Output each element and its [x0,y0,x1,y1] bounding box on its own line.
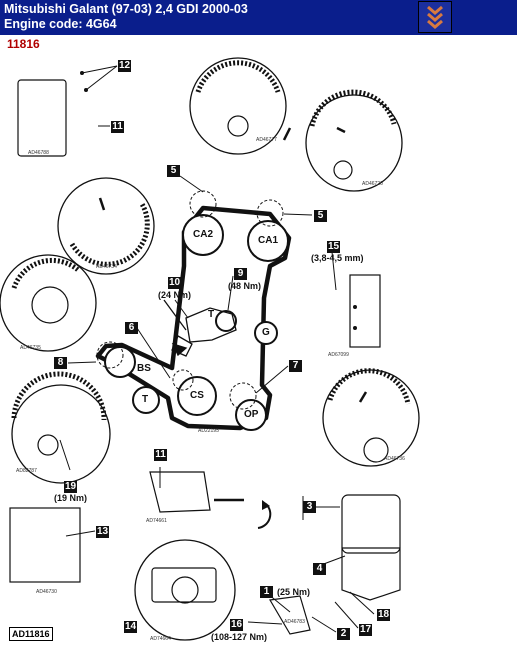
ref-code: AD46730 [36,589,57,595]
callout-4: 4 [313,563,326,575]
pulley-g [254,321,278,345]
torque-label-9: (48 Nm) [228,281,262,291]
tensioner-pulley [215,310,237,332]
ref-code: AD74661 [146,518,167,524]
callout-2: 2 [337,628,350,640]
callout-11b: 11 [154,449,167,461]
pulley-label-ca2: CA2 [193,229,214,240]
callout-7: 7 [289,360,302,372]
callout-6: 6 [125,322,138,334]
engine-code: Engine code: 4G64 [4,17,117,31]
callout-1: 1 [260,586,273,598]
callout-15: 15 [327,241,340,253]
pulley-label-g: G [262,327,270,338]
torque-label-10: (24 Nm) [158,290,192,300]
callout-5b: 5 [314,210,327,222]
title-bar: Mitsubishi Galant (97-03) 2,4 GDI 2000-0… [0,0,517,35]
callout-3: 3 [303,501,316,513]
pulley-bs [104,346,136,378]
ref-code: AD46783 [284,619,305,625]
pulley-t [132,386,160,414]
callout-8: 8 [54,357,67,369]
callout-9: 9 [234,268,247,280]
pulley-op [235,399,267,431]
ref-code: AD46788 [28,150,49,156]
torque-label-16: (108-127 Nm) [211,632,268,642]
figure-ref: AD11816 [9,627,53,641]
spec-label-15: (3,8-4,5 mm) [311,253,364,263]
callout-13: 13 [96,526,109,538]
ref-code: AD46736 [384,456,405,462]
nav-down-button[interactable] [418,1,452,33]
doc-number: 11816 [7,37,40,51]
ref-code: AD22195 [198,428,219,434]
ref-code: AD46777 [256,137,277,143]
pulley-label-op: OP [244,409,259,420]
chevron-down-double-icon [427,5,443,29]
callout-5a: 5 [167,165,180,177]
ref-code: AD46720 [362,181,383,187]
torque-label-1: (25 Nm) [277,587,311,597]
ref-code: AD82787 [16,468,37,474]
vehicle-title: Mitsubishi Galant (97-03) 2,4 GDI 2000-0… [4,2,248,16]
ref-code: AD74664 [150,636,171,642]
pulley-label-t: T [142,394,149,405]
pulley-cs [177,376,217,416]
pulley-ca1 [247,220,289,262]
pulley-label-t-small: T [208,309,215,320]
pulley-ca2 [182,214,224,256]
ref-code: AD67099 [328,352,349,358]
ref-code: AD46735 [20,345,41,351]
callout-16: 16 [230,619,243,631]
ref-code: AD46734 [96,264,117,270]
callout-14: 14 [124,621,137,633]
callout-12: 12 [118,60,131,72]
callout-11a: 11 [111,121,124,133]
callout-17: 17 [359,624,372,636]
pulley-label-bs: BS [137,363,151,374]
callout-19: 19 [64,481,77,493]
callout-10: 10 [168,277,181,289]
callout-18: 18 [377,609,390,621]
pulley-label-ca1: CA1 [258,235,279,246]
pulleys [104,214,289,431]
torque-label-19: (19 Nm) [54,493,88,503]
pulley-label-cs: CS [190,390,204,401]
